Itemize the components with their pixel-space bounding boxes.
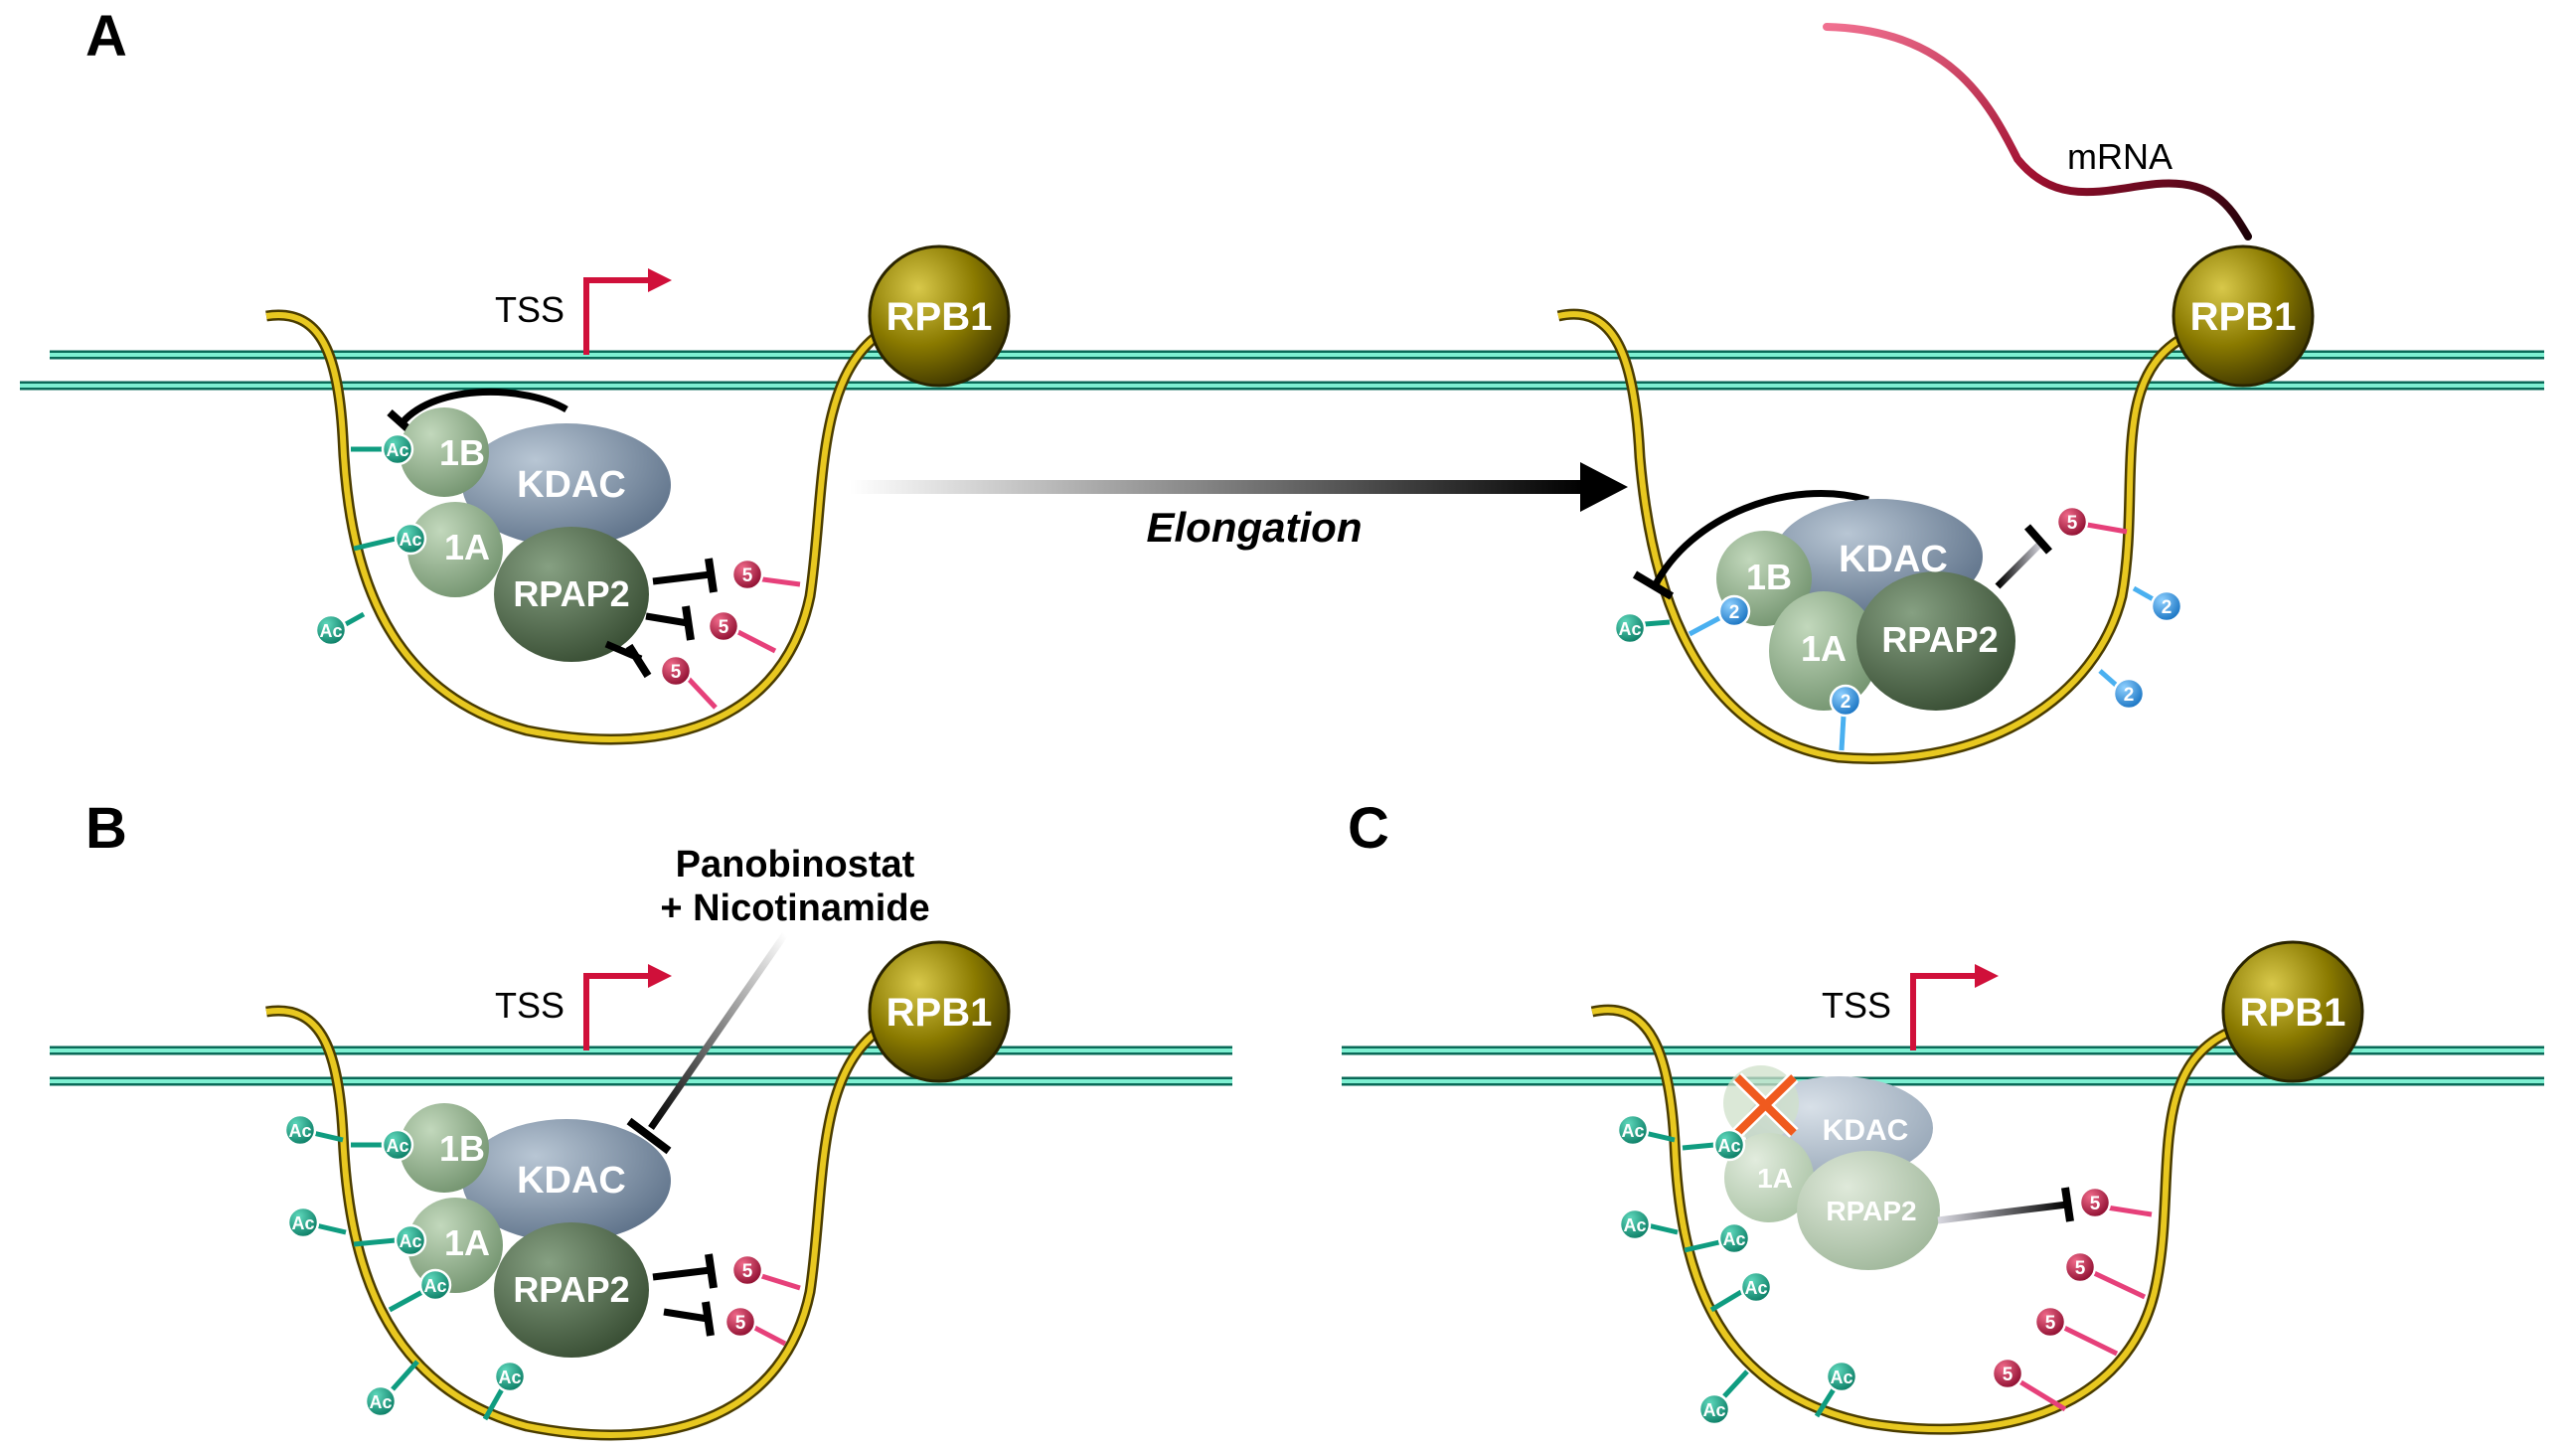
rpap2-complex — [1797, 1151, 1940, 1270]
sub-1b-label: 1B — [439, 1128, 485, 1169]
kdac-complex — [462, 1119, 671, 1242]
rpb1-subunit — [868, 244, 1011, 388]
tss-label: TSS — [495, 289, 564, 330]
ac-tag: Ac — [369, 1392, 392, 1412]
ac-tag: Ac — [399, 530, 421, 550]
drug-label-line2: + Nicotinamide — [660, 887, 929, 929]
rpb1-label: RPB1 — [886, 991, 993, 1035]
ac-tag: Ac — [1830, 1368, 1852, 1387]
elongation-arrow: Elongation — [850, 462, 1628, 551]
kdac-label: KDAC — [517, 1160, 626, 1202]
sub-1a-label: 1A — [1801, 628, 1847, 669]
ac-tag: Ac — [1722, 1229, 1745, 1249]
ser5-tag: 5 — [2067, 513, 2078, 534]
tss-arrow-icon — [583, 277, 651, 355]
ser2-tag: 2 — [2124, 685, 2135, 706]
tss-arrow-icon — [583, 973, 651, 1050]
ac-tag: Ac — [1621, 1121, 1644, 1141]
panel-a-elongation: mRNA RPB1 KDAC 1B 1A RPAP2 Ac 2 2 2 — [1556, 23, 2315, 764]
ac-tag: Ac — [1717, 1136, 1740, 1156]
ser5-tag: 5 — [2075, 1258, 2086, 1279]
subunit-1a — [1769, 591, 1878, 711]
ser2-tag: 2 — [1841, 692, 1852, 713]
kdac-complex — [462, 423, 671, 547]
sub-1a-label: 1A — [444, 527, 490, 567]
rpap2-complex — [494, 527, 649, 662]
ser2-tag: 2 — [2162, 597, 2173, 618]
subunit-1a — [1724, 1133, 1814, 1222]
panel-c-subunit-loss: TSS RPB1 KDAC 1A RPAP2 Ac Ac Ac Ac — [1590, 940, 2364, 1435]
drug-label-line1: Panobinostat — [676, 844, 915, 886]
inhibit-arc — [400, 388, 568, 425]
ac-tag: Ac — [423, 1276, 446, 1296]
rpb1-label: RPB1 — [886, 295, 993, 339]
sub-1a-label: 1A — [1757, 1163, 1793, 1194]
rpap2-complex — [494, 1222, 649, 1358]
ser5-tag: 5 — [735, 1313, 746, 1334]
dna-strands-c — [1342, 1046, 2544, 1086]
ser2-tag: 2 — [1729, 602, 1740, 623]
ser5-tag: 5 — [742, 565, 753, 586]
elongation-label: Elongation — [1147, 504, 1363, 551]
ac-tag: Ac — [399, 1231, 421, 1251]
ser5-tag: 5 — [2045, 1313, 2056, 1334]
tss-label: TSS — [495, 985, 564, 1026]
rpap2-complex — [1856, 571, 2015, 711]
rpb1-subunit — [2221, 940, 2364, 1083]
mrna-label: mRNA — [2067, 136, 2173, 177]
rpap2-label: RPAP2 — [513, 1269, 629, 1310]
subunit-1a — [407, 1198, 503, 1293]
dna-strands-b — [50, 1046, 1232, 1086]
sub-1b-label: 1B — [439, 432, 485, 473]
subunit-1b — [400, 1103, 489, 1193]
panel-label-b: B — [85, 796, 127, 861]
subunit-1a — [407, 502, 503, 597]
ser5-tag: 5 — [719, 617, 729, 638]
ac-tag: Ac — [291, 1213, 314, 1233]
ser5-tag: 5 — [671, 662, 682, 683]
deletion-x-icon — [1732, 1072, 1799, 1138]
kdac-label: KDAC — [1823, 1114, 1909, 1147]
sub-1a-label: 1A — [444, 1222, 490, 1263]
ser5-tag: 5 — [2090, 1194, 2101, 1214]
rpb1-subunit — [868, 940, 1011, 1083]
ser5-tag: 5 — [2003, 1365, 2013, 1385]
mrna-strand — [1823, 23, 2252, 241]
tss-arrow-icon — [1910, 973, 1978, 1050]
ac-tag: Ac — [319, 621, 342, 641]
ac-tag: Ac — [498, 1368, 521, 1387]
ac-tag: Ac — [1702, 1400, 1725, 1420]
panel-a-initiation: TSS RPB1 KDAC 1B 1A RPAP2 Ac Ac Ac 5 — [265, 244, 1011, 745]
sub-1b-label: 1B — [1746, 557, 1792, 597]
ac-tag: Ac — [288, 1121, 311, 1141]
rpap2-label: RPAP2 — [1826, 1196, 1916, 1226]
ser5-tag: 5 — [742, 1261, 753, 1282]
panel-b-kdac-inhibition: TSS RPB1 Panobinostat + Nicotinamide KDA… — [265, 844, 1011, 1441]
subunit-1b — [400, 407, 489, 497]
kdac-label: KDAC — [1839, 539, 1948, 580]
ac-tag: Ac — [1623, 1215, 1646, 1235]
rpap2-label: RPAP2 — [513, 573, 629, 614]
panel-label-a: A — [85, 4, 127, 69]
dna-strands-top — [20, 350, 2544, 391]
rpb1-label: RPB1 — [2240, 991, 2346, 1035]
ac-tag: Ac — [1618, 619, 1641, 639]
rpb1-label: RPB1 — [2190, 295, 2297, 339]
rpap2-label: RPAP2 — [1881, 619, 1998, 660]
ac-tag: Ac — [1744, 1278, 1767, 1298]
kdac-label: KDAC — [517, 464, 626, 506]
rpb1-subunit — [2172, 244, 2315, 388]
tss-label: TSS — [1822, 985, 1891, 1026]
ac-tag: Ac — [386, 440, 408, 460]
ac-tag: Ac — [386, 1136, 408, 1156]
panel-label-c: C — [1348, 796, 1389, 861]
